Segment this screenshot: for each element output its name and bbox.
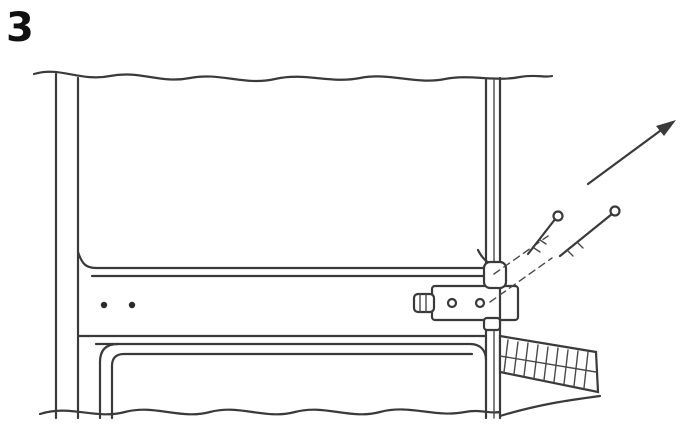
rail-hole — [128, 301, 136, 309]
lower-panel-left-corner — [98, 342, 120, 420]
bracket-hole — [474, 297, 486, 309]
door-edge-break-line — [498, 394, 602, 418]
cross-rail-top — [76, 250, 488, 270]
screw-icon — [526, 210, 564, 256]
step-number: 3 — [6, 5, 34, 51]
rail-hole — [100, 301, 108, 309]
bracket-knob — [412, 292, 436, 314]
bracket-clip — [482, 260, 508, 290]
bracket-hole — [446, 297, 458, 309]
screw-guide-line — [493, 235, 549, 275]
lower-panel-left-inner — [110, 352, 474, 420]
door-edge-section — [498, 334, 600, 394]
top-break-line — [32, 70, 554, 83]
screw-guide-line — [489, 257, 553, 303]
screw-icon — [558, 205, 621, 258]
cross-rail-lower-edge — [94, 342, 488, 362]
bottom-break-line — [38, 408, 502, 416]
arrow-icon — [586, 120, 676, 186]
bracket-foot — [482, 316, 502, 332]
